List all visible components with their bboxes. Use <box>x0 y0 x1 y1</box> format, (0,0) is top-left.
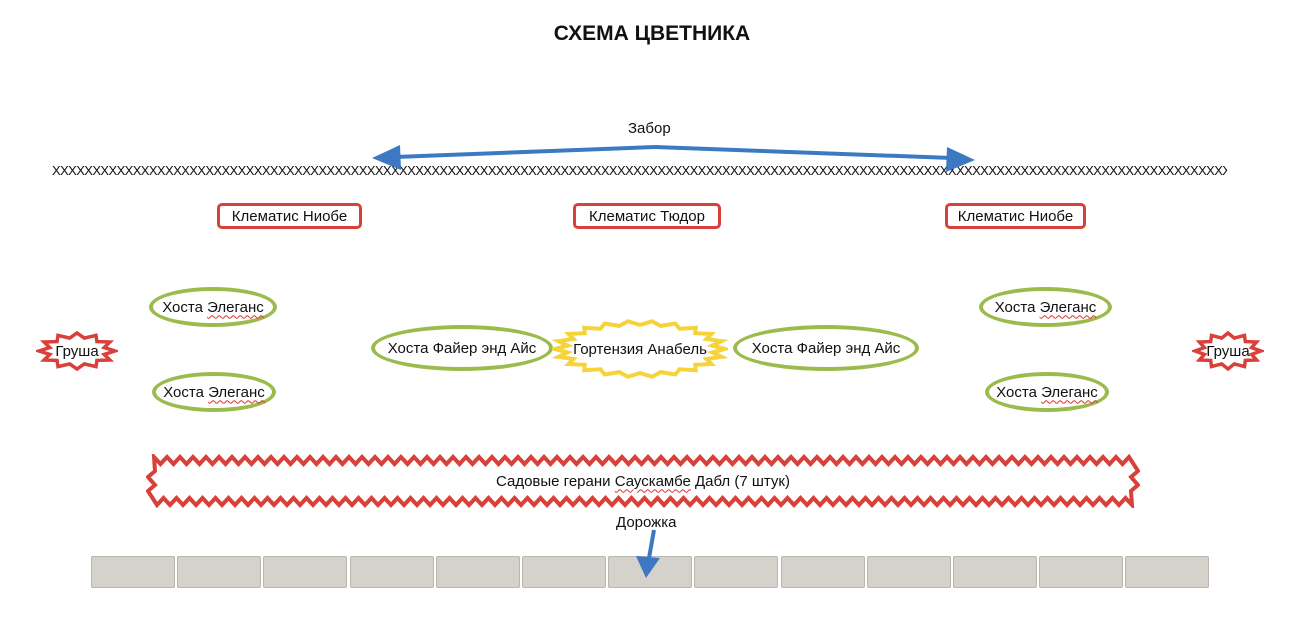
hosta-elegans-bottom-left: Хоста Элеганс <box>152 372 276 412</box>
hosta-elegans-bottom-right: Хоста Элеганс <box>985 372 1109 412</box>
pear-left-label: Груша <box>55 342 99 360</box>
fence-label: Забор <box>628 120 671 137</box>
path-stone <box>694 556 779 588</box>
hydrangea-label: Гортензия Анабель <box>573 340 707 358</box>
path-stone <box>866 556 951 588</box>
hosta-elegans-word1: Хоста <box>162 298 203 316</box>
hydrangea-star-outline <box>552 319 728 379</box>
clematis-center-label: Клематис Тюдор <box>589 207 705 225</box>
hosta-elegans-word1: Хоста <box>163 383 204 401</box>
hosta-elegans-word2: Элеганс <box>1039 298 1097 316</box>
hosta-fire-ice-left: Хоста Файер энд Айс <box>371 325 553 371</box>
pear-left-shape: Груша <box>36 330 118 372</box>
clematis-left-label: Клематис Ниобе <box>231 207 348 225</box>
path-stone <box>953 556 1037 588</box>
geraniums-zigzag-outline <box>146 454 1140 508</box>
geraniums-label-variety: Саускамбе <box>614 472 691 490</box>
hosta-elegans-top-left: Хоста Элеганс <box>149 287 277 327</box>
hosta-fire-ice-right: Хоста Файер энд Айс <box>733 325 919 371</box>
fence-line: XXXXXXXXXXXXXXXXXXXXXXXXXXXXXXXXXXXXXXXX… <box>52 163 1227 178</box>
hosta-elegans-word2: Элеганс <box>207 298 264 316</box>
geraniums-label-end: Дабл (7 штук) <box>695 472 790 490</box>
hosta-elegans-word2: Элеганс <box>1041 383 1098 401</box>
hosta-elegans-top-right: Хоста Элеганс <box>979 287 1112 327</box>
hosta-elegans-word1: Хоста <box>994 298 1036 316</box>
clematis-center-box: Клематис Тюдор <box>573 203 721 229</box>
path-stone <box>435 556 520 588</box>
pear-right-star-outline <box>1192 330 1264 372</box>
path-stone <box>522 556 606 588</box>
hosta-fire-ice-label: Хоста Файер энд Айс <box>387 339 537 357</box>
hosta-elegans-word1: Хоста <box>996 383 1037 401</box>
geraniums-shape: Садовые герани Саускамбе Дабл (7 штук) <box>146 454 1140 508</box>
clematis-right-box: Клематис Ниобе <box>945 203 1086 229</box>
pear-right-shape: Груша <box>1192 330 1264 372</box>
path-stone <box>91 556 175 588</box>
path-label: Дорожка <box>616 514 677 531</box>
path-stone <box>263 556 348 588</box>
pear-left-star-outline <box>36 330 118 372</box>
hosta-fire-ice-label: Хоста Файер энд Айс <box>751 339 901 357</box>
path-stone <box>780 556 865 588</box>
path-stone <box>349 556 434 588</box>
path-stone <box>1125 556 1210 588</box>
path-stone <box>1039 556 1124 588</box>
geraniums-label-start: Садовые герани <box>495 472 611 490</box>
page-title: СХЕМА ЦВЕТНИКА <box>553 22 751 45</box>
path-stone <box>608 556 693 588</box>
clematis-left-box: Клематис Ниобе <box>217 203 362 229</box>
hydrangea-shape: Гортензия Анабель <box>552 318 728 380</box>
hosta-elegans-word2: Элеганс <box>208 383 265 401</box>
path-stone <box>177 556 262 588</box>
clematis-right-label: Клематис Ниобе <box>957 207 1074 225</box>
pear-right-label: Груша <box>1206 342 1250 360</box>
